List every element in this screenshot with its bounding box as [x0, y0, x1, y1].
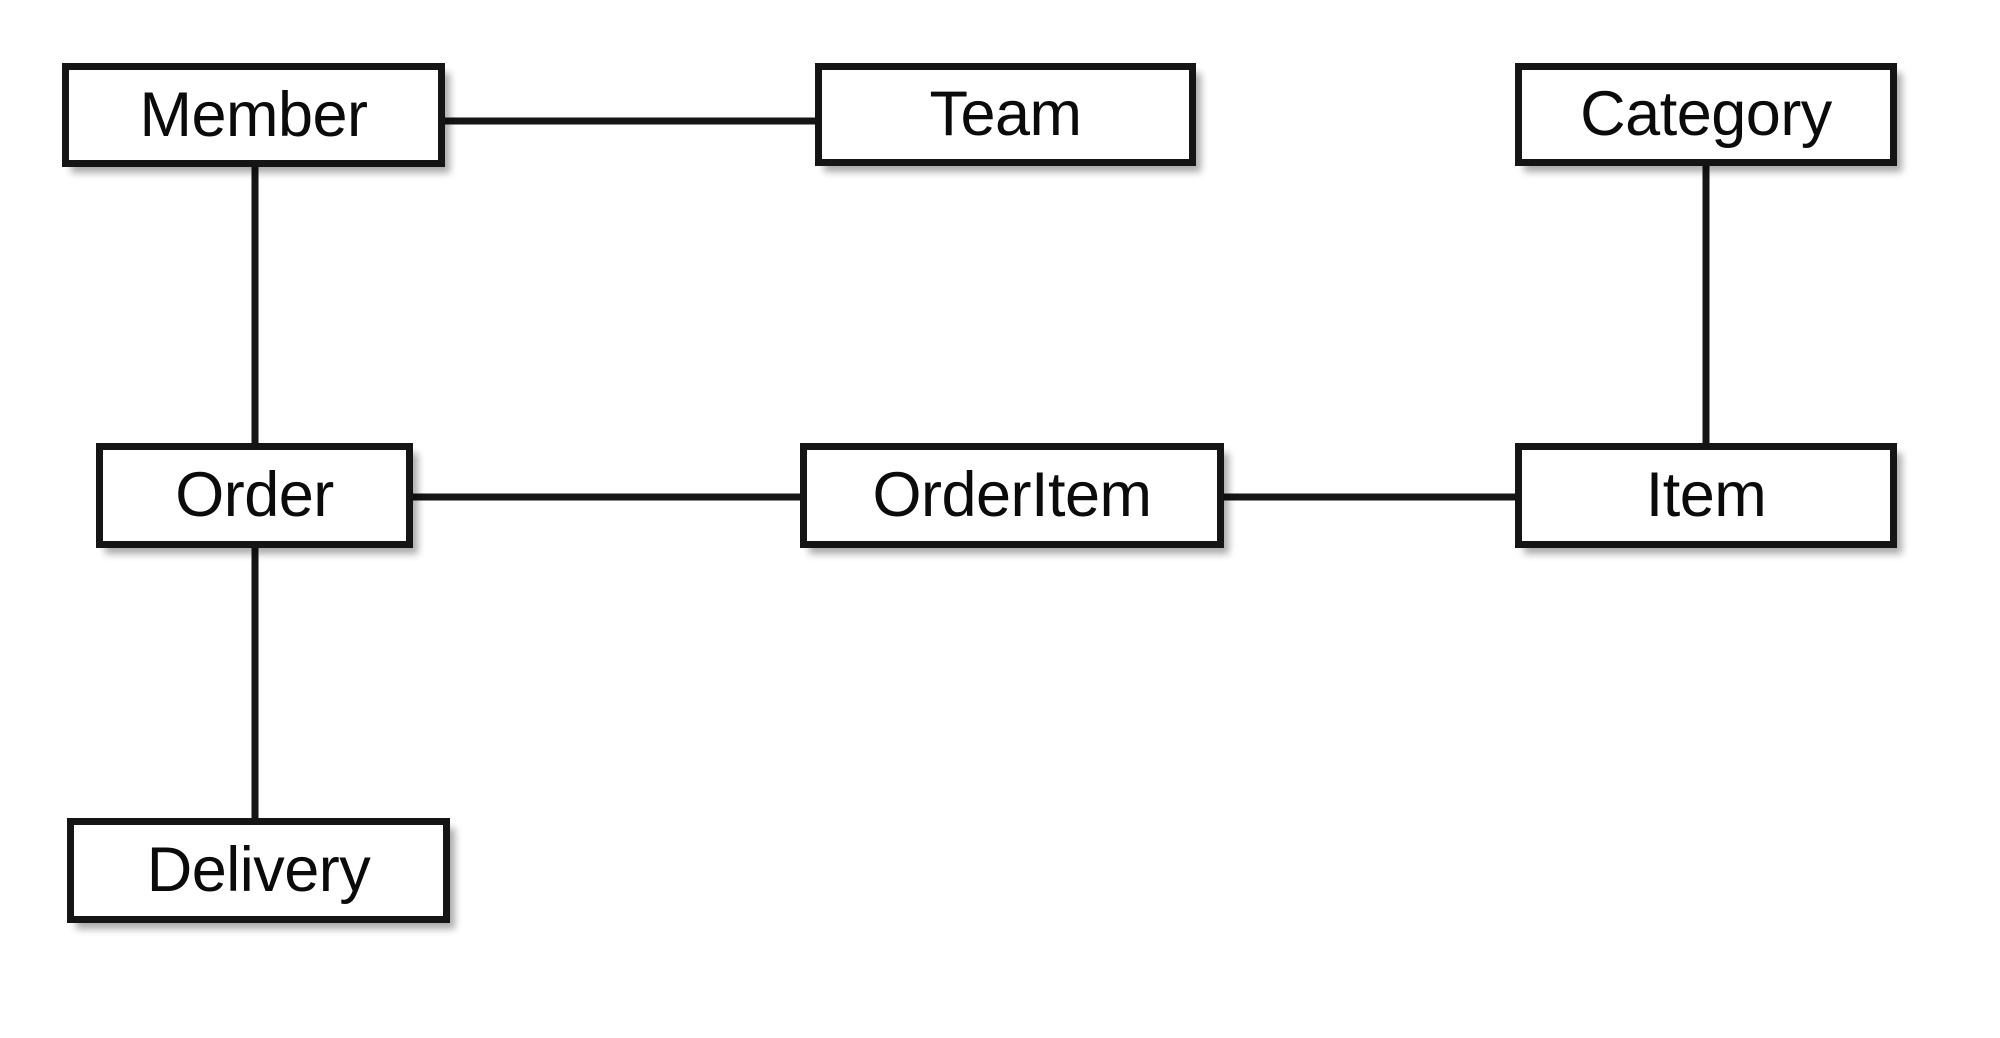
- node-label-member: Member: [139, 79, 368, 150]
- node-member[interactable]: Member: [62, 63, 445, 167]
- node-label-category: Category: [1580, 79, 1832, 149]
- node-orderitem[interactable]: OrderItem: [800, 443, 1224, 548]
- node-item[interactable]: Item: [1515, 443, 1897, 548]
- node-category[interactable]: Category: [1515, 63, 1897, 166]
- node-label-delivery: Delivery: [146, 835, 371, 905]
- node-team[interactable]: Team: [815, 63, 1196, 166]
- node-label-orderitem: OrderItem: [872, 460, 1152, 530]
- node-order[interactable]: Order: [96, 443, 413, 548]
- node-label-order: Order: [175, 460, 334, 530]
- node-label-team: Team: [929, 79, 1082, 149]
- node-delivery[interactable]: Delivery: [67, 818, 450, 923]
- node-label-item: Item: [1645, 460, 1767, 530]
